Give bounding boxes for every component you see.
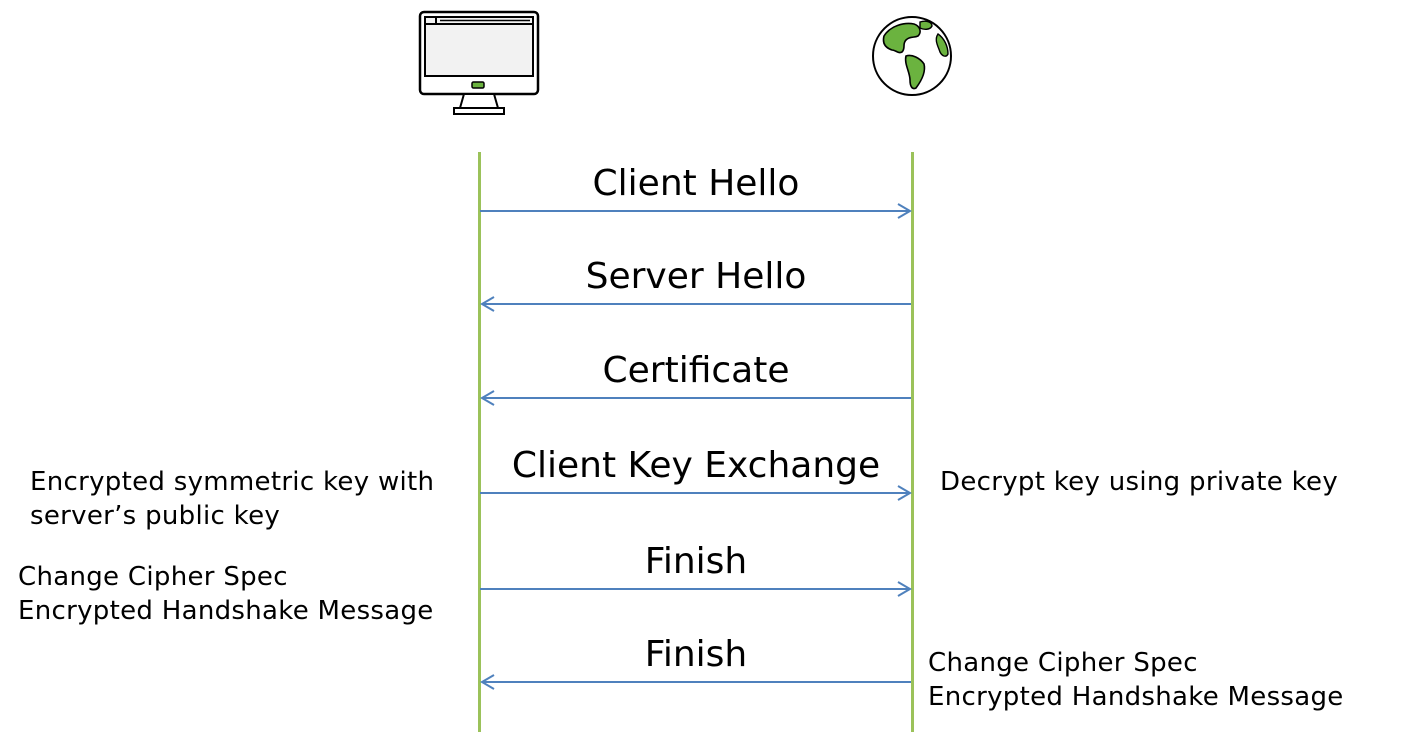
computer-icon — [418, 10, 540, 116]
message-label-finish-server: Finish — [644, 634, 748, 675]
note-line: Decrypt key using private key — [940, 467, 1339, 497]
client-lifeline — [478, 152, 481, 732]
note-server-finish: Change Cipher Spec Encrypted Handshake M… — [928, 646, 1344, 714]
note-line: Encrypted symmetric key with — [30, 467, 435, 497]
note-line: Encrypted Handshake Message — [18, 596, 434, 626]
message-label-certificate: Certificate — [602, 350, 790, 391]
server-lifeline — [911, 152, 914, 732]
message-label-client-hello: Client Hello — [592, 163, 800, 204]
message-label-client-key-exchange: Client Key Exchange — [511, 445, 881, 486]
note-line: Encrypted Handshake Message — [928, 682, 1344, 712]
note-line: Change Cipher Spec — [928, 648, 1198, 678]
note-line: Change Cipher Spec — [18, 562, 288, 592]
message-label-finish-client: Finish — [644, 541, 748, 582]
note-client-key-exchange: Encrypted symmetric key with server’s pu… — [30, 465, 434, 533]
message-label-server-hello: Server Hello — [585, 256, 807, 297]
note-server-decrypt: Decrypt key using private key — [940, 465, 1338, 499]
note-client-finish: Change Cipher Spec Encrypted Handshake M… — [18, 560, 434, 628]
globe-icon — [870, 14, 954, 98]
note-line: server’s public key — [30, 501, 281, 531]
